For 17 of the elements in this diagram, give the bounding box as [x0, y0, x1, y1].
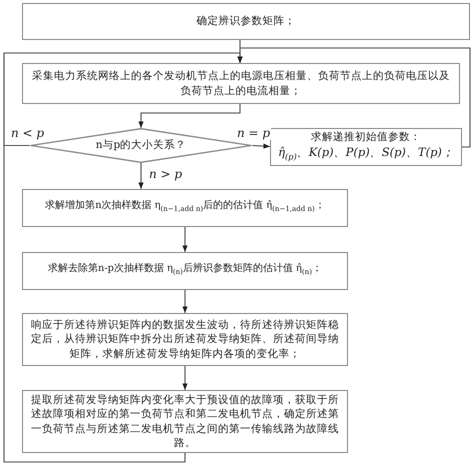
- process-box: 确定辨识参数矩阵；: [22, 3, 470, 40]
- arrow: [237, 47, 471, 148]
- edge-label: n < p: [10, 127, 46, 140]
- process-box: 采集电力系统网络上的各个发动机节点上的电源电压相量、负荷节点上的负荷电压以及负荷节点上的电流相量；: [22, 63, 460, 104]
- arrow: [138, 163, 144, 189]
- arrow: [182, 366, 188, 390]
- edge-label: n > p: [148, 168, 184, 181]
- arrow: [252, 144, 270, 149]
- process-box: 响应于所述待辨识矩阵内的数据发生波动，待所述待辨识矩阵稳定后，从待辨识矩阵中拆分出所述荷发导纳矩阵、所述荷间导纳矩阵，求解所述荷发导纳矩阵内各项的变化率；: [22, 313, 348, 366]
- arrow: [138, 104, 241, 128]
- arrow: [182, 227, 188, 252]
- process-box: 求解增加第n次抽样数据 η$_{(n−1,add n)}$后的的估计值 η̂$_{(n−1,add n)}$；: [22, 189, 348, 227]
- process-box: 提取所述荷发导纳矩阵内变化率大于预设值的故障项，获取于所述故障项相对应的第一负荷节点和第二发电机节点，确定所述第一负荷节点与所述第二发电机节点之间的第一传输线路为故障线路。: [22, 390, 348, 453]
- process-box: 求解递推初始值参数： η̂$_{(p)}$、K(p)、P(p)、S(p)、T(p)；: [270, 128, 462, 166]
- edge-label: n = p: [236, 127, 272, 140]
- process-box: 求解去除第n-p次抽样数据 η$_{(n)}$后辨识参数矩阵的估计值 η̂$_{(n)}$；: [22, 252, 348, 290]
- arrow: [182, 290, 188, 313]
